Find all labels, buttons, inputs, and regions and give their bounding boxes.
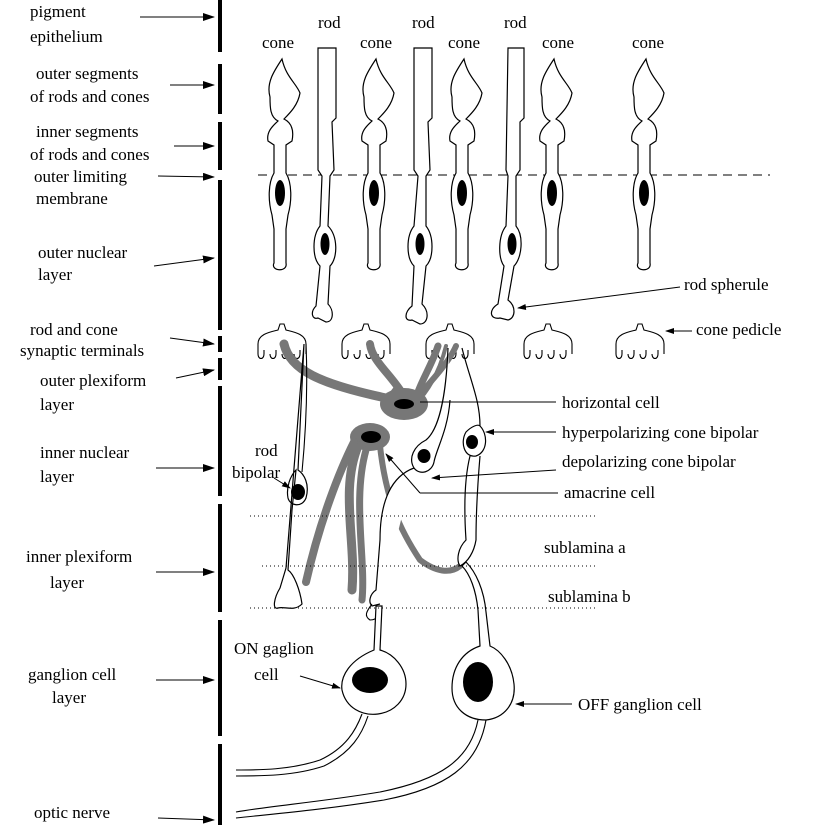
label-olm-2: membrane <box>36 189 108 208</box>
label-pigment-2: epithelium <box>30 27 103 46</box>
label-inl-2: layer <box>40 467 74 486</box>
label-opl-1: outer plexiform <box>40 371 146 390</box>
label-hyperpolarizing-bipolar: hyperpolarizing cone bipolar <box>562 423 759 442</box>
label-outer-segments-1: outer segments <box>36 64 138 83</box>
cell-labels: rod spherule cone pedicle horizontal cel… <box>232 275 781 714</box>
cone-5 <box>631 58 665 271</box>
label-off-ganglion: OFF ganglion cell <box>578 695 702 714</box>
label-cone-4: cone <box>542 33 574 52</box>
label-pigment-1: pigment <box>30 2 86 21</box>
label-onl-2: layer <box>38 265 72 284</box>
label-depolarizing-bipolar: depolarizing cone bipolar <box>562 452 736 471</box>
label-on-ganglion-1: ON gaglion <box>234 639 314 658</box>
label-olm-1: outer limiting <box>34 167 128 186</box>
label-cone-5: cone <box>632 33 664 52</box>
label-ipl-2: layer <box>50 573 84 592</box>
label-on-ganglion-2: cell <box>254 665 279 684</box>
label-amacrine-cell: amacrine cell <box>564 483 655 502</box>
cone-4 <box>539 58 573 271</box>
label-inner-segments-2: of rods and cones <box>30 145 149 164</box>
photoreceptor-labels: cone rod cone rod cone rod cone cone <box>262 13 664 52</box>
label-outer-segments-2: of rods and cones <box>30 87 149 106</box>
label-horizontal-cell: horizontal cell <box>562 393 660 412</box>
label-synaptic-2: synaptic terminals <box>20 341 144 360</box>
horizontal-cell-shape <box>279 339 459 420</box>
cone-1 <box>267 58 301 271</box>
label-optic-nerve: optic nerve <box>34 803 110 822</box>
label-ipl-1: inner plexiform <box>26 547 132 566</box>
label-onl-1: outer nuclear <box>38 243 128 262</box>
rod-bipolar-dendrite <box>301 343 308 473</box>
label-gcl-1: ganglion cell <box>28 665 117 684</box>
rod-photoreceptors <box>311 47 525 325</box>
label-cone-pedicle: cone pedicle <box>696 320 781 339</box>
label-synaptic-1: rod and cone <box>30 320 118 339</box>
label-inl-1: inner nuclear <box>40 443 130 462</box>
label-opl-2: layer <box>40 395 74 414</box>
label-rod-2: rod <box>412 13 435 32</box>
label-inner-segments-1: inner segments <box>36 122 138 141</box>
label-rod-bipolar-1: rod <box>255 441 278 460</box>
cone-2 <box>361 58 395 271</box>
ganglion-cells <box>235 561 515 819</box>
layer-labels: pigment epithelium outer segments of rod… <box>20 2 215 824</box>
label-sublamina-b: sublamina b <box>548 587 631 606</box>
label-rod-1: rod <box>318 13 341 32</box>
label-cone-3: cone <box>448 33 480 52</box>
label-rod-spherule: rod spherule <box>684 275 769 294</box>
label-sublamina-a: sublamina a <box>544 538 626 557</box>
label-cone-2: cone <box>360 33 392 52</box>
layer-scale-bars <box>218 0 222 825</box>
label-cone-1: cone <box>262 33 294 52</box>
amacrine-cell-shape <box>302 423 463 604</box>
bipolar-cells <box>273 343 487 621</box>
cone-pedicles <box>257 323 665 360</box>
cone-3 <box>449 58 483 271</box>
label-rod-bipolar-2: bipolar <box>232 463 280 482</box>
label-rod-3: rod <box>504 13 527 32</box>
label-gcl-2: layer <box>52 688 86 707</box>
sublamina-lines <box>250 515 596 609</box>
